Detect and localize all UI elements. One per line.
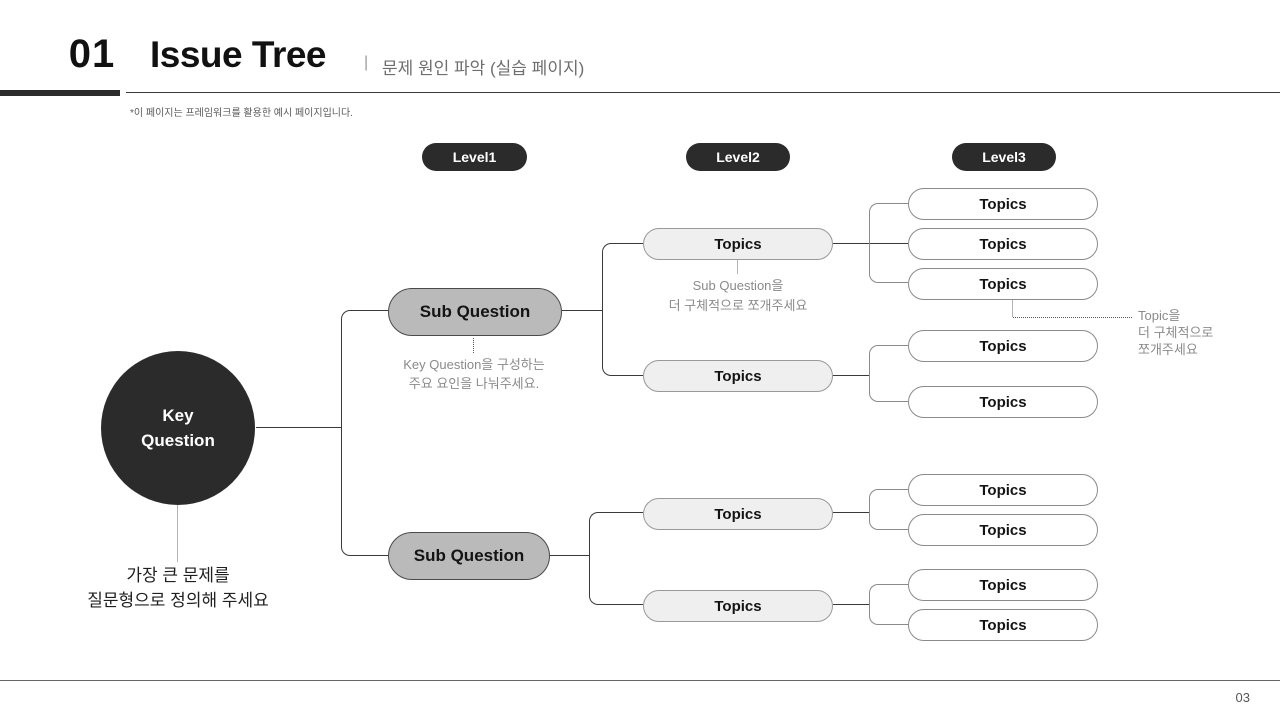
level3-topic-1: Topics [908, 188, 1098, 220]
key-question-node: Key Question [101, 351, 255, 505]
level2-label: Level2 [686, 143, 790, 171]
connector-sq1 [562, 310, 602, 311]
header-accent-bar [0, 90, 120, 96]
sub-question-caption: Key Question을 구성하는 주요 요인을 나눠주세요. [403, 357, 545, 391]
title-separator: | [364, 54, 369, 71]
page-note: *이 페이지는 프레임워크를 활용한 예시 페이지입니다. [130, 108, 353, 119]
level3-caption-dotline [1013, 317, 1132, 318]
connector-sq2 [550, 555, 589, 556]
connector-l2t1 [833, 243, 908, 244]
connector-l2t2 [833, 375, 869, 376]
page-title: Issue Tree [150, 34, 327, 75]
section-number: 01 [68, 32, 116, 76]
level3-topic-8: Topics [908, 569, 1098, 601]
sub-question-1: Sub Question [388, 288, 562, 336]
level3-caption: Topic을 더 구체적으로 쪼개주세요 [1138, 308, 1214, 357]
connector-l2t4 [833, 604, 869, 605]
key-question-caption-line [177, 505, 178, 562]
header-divider [126, 92, 1280, 93]
level2-caption-line [737, 260, 738, 274]
level2-topic-2: Topics [643, 360, 833, 392]
connector-root [256, 427, 341, 428]
page-number: 03 [1235, 690, 1250, 705]
bracket-l2t3 [869, 489, 908, 530]
level2-topic-3: Topics [643, 498, 833, 530]
level3-topic-9: Topics [908, 609, 1098, 641]
bracket-sq1 [602, 243, 643, 376]
level3-topic-3: Topics [908, 268, 1098, 300]
level3-topic-5: Topics [908, 386, 1098, 418]
page-subtitle: 문제 원인 파악 (실습 페이지) [382, 59, 585, 78]
level1-label: Level1 [422, 143, 527, 171]
bracket-l2t1 [869, 203, 908, 283]
level3-topic-4: Topics [908, 330, 1098, 362]
level3-topic-2: Topics [908, 228, 1098, 260]
key-question-caption: 가장 큰 문제를 질문형으로 정의해 주세요 [87, 566, 269, 610]
level3-topic-6: Topics [908, 474, 1098, 506]
level3-label: Level3 [952, 143, 1056, 171]
bracket-sq2 [589, 512, 643, 605]
sub-question-caption-line [473, 338, 474, 353]
level2-topic-1: Topics [643, 228, 833, 260]
level3-caption-vline [1012, 300, 1013, 317]
level3-topic-7: Topics [908, 514, 1098, 546]
level2-caption: Sub Question을 더 구체적으로 쪼개주세요 [668, 278, 808, 313]
footer-divider [0, 680, 1280, 681]
sub-question-2: Sub Question [388, 532, 550, 580]
bracket-l2t2 [869, 345, 908, 402]
bracket-l2t4 [869, 584, 908, 625]
bracket-level1 [341, 310, 388, 556]
connector-l2t3 [833, 512, 869, 513]
level2-topic-4: Topics [643, 590, 833, 622]
